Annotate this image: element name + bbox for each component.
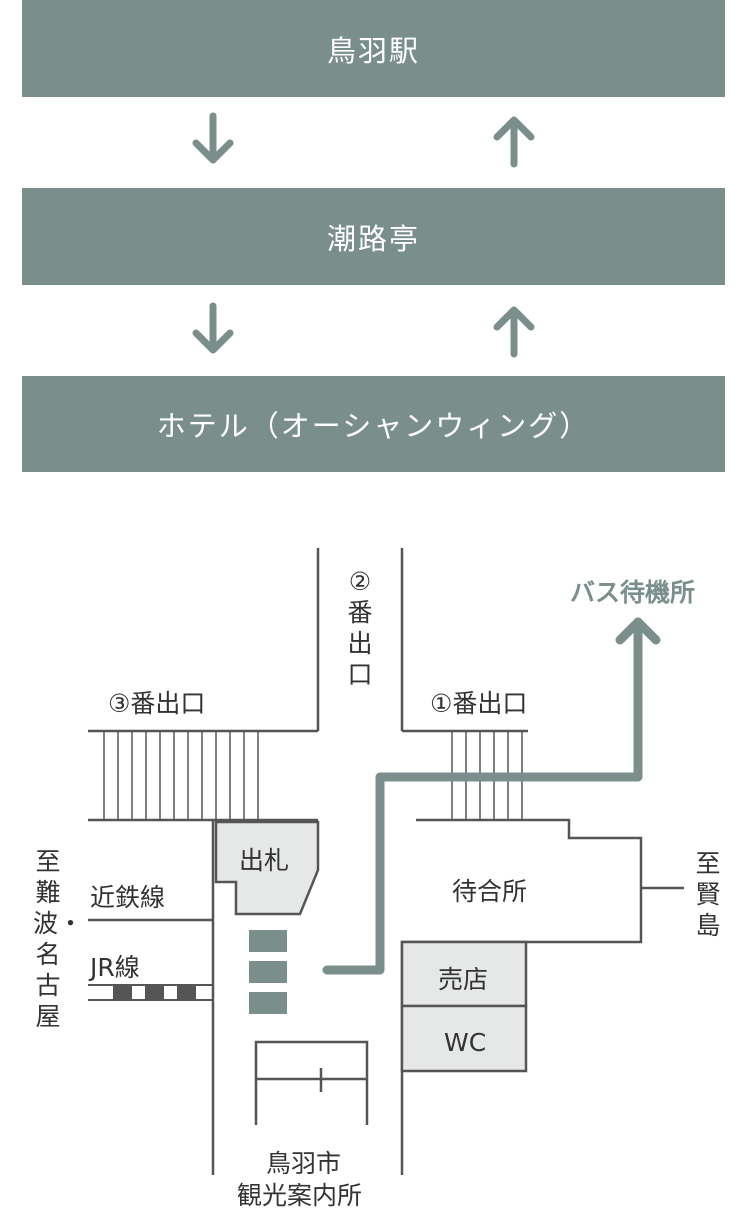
route-stop-shiojitei: 潮路亭 [22,188,725,285]
arrow-up-icon [493,306,535,358]
bus-stop-label: バス待機所 [570,578,696,607]
stairs-exit3 [103,731,259,820]
to-namba-nagoya-label: 至難波・名古屋 [33,847,84,1031]
arrow-down-icon [192,112,234,164]
route-stop-hotel: ホテル（オーシャンウィング） [22,376,725,472]
wc-box [400,1004,528,1073]
tourist-info-frame [254,1040,369,1125]
route-stop-toba-station: 鳥羽駅 [22,0,725,97]
ticket-gate-area [214,820,320,916]
tourist-info-label: 鳥羽市 [266,1149,342,1178]
gate-block [249,930,287,952]
tourist-info-label: 観光案内所 [237,1181,363,1210]
waiting-room-label: 待合所 [452,877,528,906]
kintetsu-line-label: 近鉄線 [90,883,166,912]
route-stop-label: 鳥羽駅 [326,33,420,68]
route-stop-label: 潮路亭 [326,221,420,256]
arrow-up-icon [615,617,661,645]
exit1-label: ①番出口 [430,689,528,718]
shop-label: 売店 [438,965,489,994]
walking-route [322,617,643,975]
wc-label: WC [444,1028,487,1057]
jr-tie [177,986,196,999]
jr-tie [113,986,132,999]
arrow-down-icon [192,302,234,354]
jr-line-label: JR線 [90,953,140,982]
arrow-up-icon [493,116,535,168]
exit3-label: ③番出口 [108,689,206,718]
route-stop-label: ホテル（オーシャンウィング） [156,409,591,443]
shop-box [400,940,528,1008]
to-kashikojima-label: 至賢島 [695,849,721,940]
gate-block [249,961,287,983]
jr-tie [145,986,164,999]
gate-block [249,992,287,1014]
ticket-gate-label: 出札 [239,846,290,875]
exit2-label: ②番出口 [347,567,373,689]
